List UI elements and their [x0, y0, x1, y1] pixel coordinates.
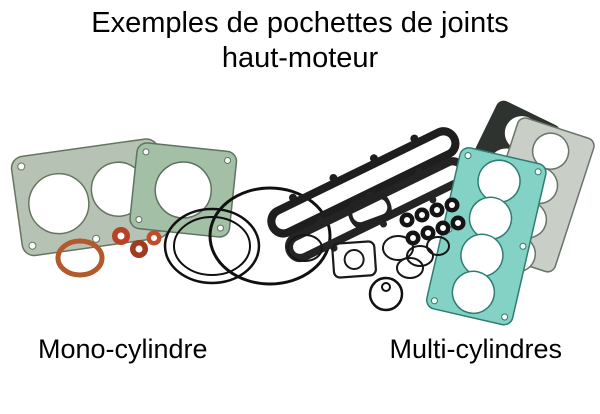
red-orings	[112, 227, 162, 258]
caption-row: Mono-cylindre Multi-cylindres	[0, 334, 600, 365]
gasket-kits-photo	[0, 96, 600, 334]
small-cover-gasket	[347, 191, 392, 230]
caption-multi-cylindres: Multi-cylindres	[389, 334, 562, 364]
page-title: Exemples de pochettes de joints haut-mot…	[0, 6, 600, 77]
copper-oring	[55, 238, 105, 278]
gasket-kits-illustration	[10, 100, 595, 326]
title-line-2: haut-moteur	[221, 42, 379, 75]
catalog-figure: Exemples de pochettes de joints haut-mot…	[0, 6, 600, 414]
multi-head-gasket-teal	[425, 147, 547, 326]
small-paper-gaskets	[287, 234, 450, 312]
title-line-1: Exemples de pochettes de joints	[91, 7, 509, 39]
mono-base-gasket-green	[129, 142, 238, 238]
large-rubber-base-rings	[163, 186, 332, 286]
valve-stem-seals	[399, 197, 466, 246]
caption-mono-cylindre: Mono-cylindre	[38, 334, 208, 364]
